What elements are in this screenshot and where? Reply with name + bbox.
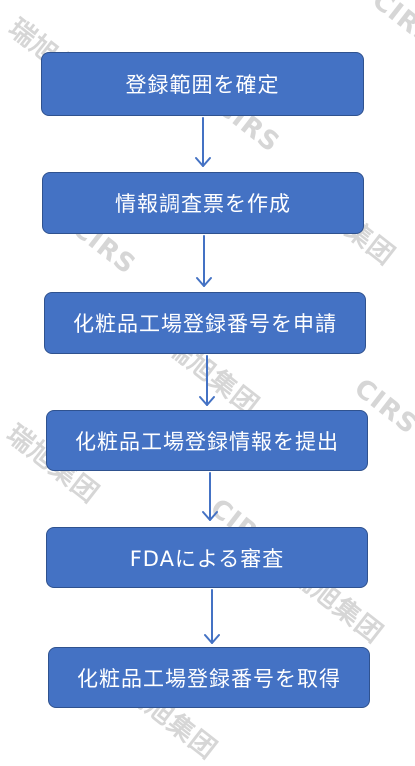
arrow-4-to-5: [202, 472, 218, 521]
step-4-box: 化粧品工場登録情報を提出: [46, 410, 368, 471]
arrow-3-to-4: [199, 355, 215, 406]
arrow-5-to-6: [204, 589, 220, 644]
step-3-box: 化粧品工場登録番号を申請: [44, 292, 366, 354]
step-2-box: 情報調査票を作成: [42, 172, 364, 234]
step-6-box: 化粧品工場登録番号を取得: [48, 647, 370, 708]
arrow-1-to-2: [195, 117, 211, 167]
flow-arrows: [195, 117, 220, 644]
step-1-box: 登録範囲を確定: [41, 52, 364, 116]
step-5-box: FDAによる審査: [46, 527, 368, 588]
arrow-2-to-3: [196, 235, 212, 287]
